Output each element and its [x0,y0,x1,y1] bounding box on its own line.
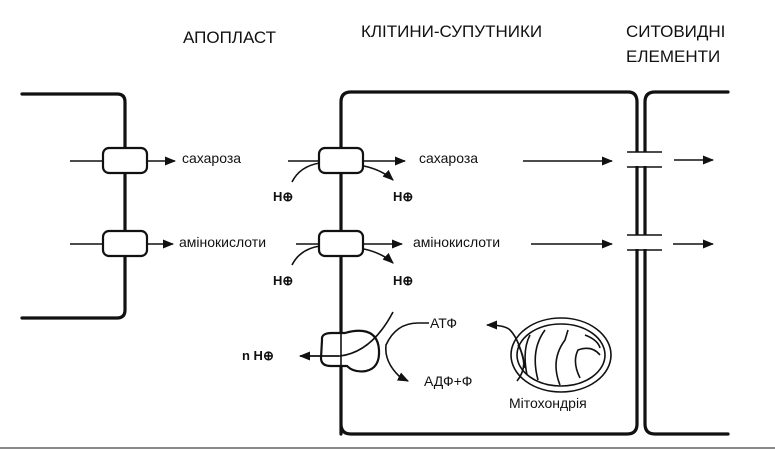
header-sieve-line2: ЕЛЕМЕНТИ [626,47,720,66]
header-companion-cells: КЛІТИНИ-СУПУТНИКИ [361,22,542,41]
n-proton-label: n H⊕ [242,348,274,363]
mitochondrion-icon [485,317,612,393]
left-aminoacid-transporter [70,229,175,258]
left-sucrose-transporter [70,146,177,175]
sucrose-proton-symporter [288,146,407,183]
header-apoplast: АПОПЛАСТ [183,28,276,47]
companion-cell-wall [339,90,639,436]
mitochondrion-label: Мітохондрія [509,395,587,411]
header-sieve-line1: СИТОВИДНІ [626,22,725,41]
proton-in-label-2: H⊕ [273,273,293,288]
atp-label: АТФ [430,315,457,331]
sieve-element-wall [643,90,730,436]
proton-in-label-1: H⊕ [273,189,293,204]
proton-out-label-1: H⊕ [393,189,413,204]
sieve-plate-pore-2 [627,234,662,251]
left-cell-wall [20,92,127,320]
sieve-plate-pore-1 [627,151,662,168]
aminoacid-proton-symporter [291,229,404,266]
proton-pump-atpase [298,311,429,382]
left-aminoacid-label: амінокислоти [179,234,266,250]
proton-out-label-2: H⊕ [393,273,413,288]
companion-aminoacid-label: амінокислоти [413,234,500,250]
companion-sucrose-label: сахароза [419,150,478,166]
left-sucrose-label: сахароза [182,150,241,166]
bottom-divider [0,447,775,449]
adp-label: АДФ+Ф [424,373,472,389]
